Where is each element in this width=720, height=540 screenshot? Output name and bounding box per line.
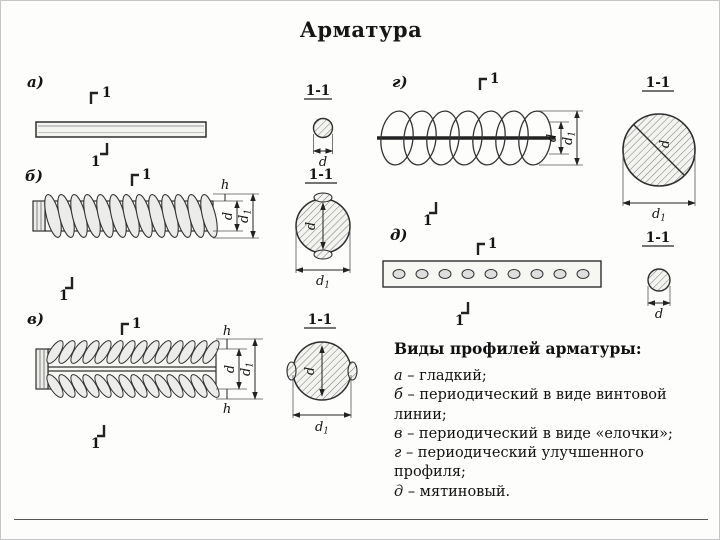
section-title: 1-1 [646, 75, 670, 91]
dim-d1-label: d1 [652, 207, 666, 224]
cut-mark-label: 1 [132, 316, 141, 332]
dim-d-label: d [304, 222, 319, 230]
cut-mark [476, 242, 485, 255]
dim-d-label: d [545, 134, 560, 142]
legend-item: г – периодический улучшенного профиля; [394, 444, 680, 483]
legend-text: – периодический улучшенного профиля; [394, 445, 644, 481]
legend-text: – периодический в виде «елочки»; [407, 425, 673, 442]
dim-d1-label: d1 [239, 362, 256, 376]
dim-d-label: d [221, 212, 236, 220]
legend-key: а [394, 368, 403, 384]
dim-d-label: d [303, 367, 318, 375]
section-title: 1-1 [646, 230, 670, 246]
legend: Виды профилей арматуры: а – гладкий; б –… [394, 339, 680, 502]
figure-v-herringbone-rebar: в) 1 1 h d d1 [27, 310, 263, 452]
cut-mark [120, 322, 129, 335]
cut-mark-label: 1 [102, 85, 111, 101]
legend-item: б – периодический в виде винтовой линии; [394, 386, 680, 425]
cut-mark [461, 302, 470, 315]
figure-g-label: г) [392, 73, 408, 91]
dim-d1-label: d1 [316, 274, 330, 291]
figure-a-label: а) [27, 73, 44, 91]
figure-a-smooth-bar: а) 1 1 [27, 73, 207, 170]
figure-g-improved-rebar: г) 1 1 d d1 [377, 71, 583, 229]
figure-v-label: в) [27, 310, 44, 328]
cut-mark-label: 1 [59, 288, 68, 304]
cut-mark [97, 425, 106, 438]
legend-item: а – гладкий; [394, 367, 680, 386]
section-title: 1-1 [308, 312, 332, 328]
dim-d1-label: d1 [237, 209, 254, 223]
cut-mark [130, 173, 139, 186]
cut-mark [100, 143, 109, 156]
legend-text: – гладкий; [407, 368, 487, 384]
section-title: 1-1 [306, 83, 330, 99]
cut-mark [65, 277, 74, 290]
legend-key: г [394, 445, 402, 462]
figure-b-label: б) [25, 167, 43, 185]
legend-key: б [394, 387, 403, 404]
dim-d-label: d [658, 140, 673, 148]
figure-b-screw-rebar: б) 1 1 h d d1 [25, 167, 259, 304]
cut-mark-label: 1 [142, 167, 151, 183]
legend-item: в – периодический в виде «елочки»; [394, 425, 680, 444]
dim-h-label: h [223, 324, 231, 339]
cut-mark-label: 1 [423, 213, 432, 229]
cut-mark-label: 1 [91, 154, 100, 170]
dim-d1-label: d1 [561, 131, 578, 145]
cut-mark [478, 77, 487, 90]
figure-d-label: д) [390, 226, 408, 244]
cut-mark [429, 202, 438, 215]
dim-d-label: d [319, 155, 327, 170]
legend-key: в [394, 425, 403, 442]
cut-mark-label: 1 [455, 313, 464, 329]
figure-d-dimpled-bar: д) 1 1 [382, 226, 602, 329]
section-g: 1-1 d d1 [622, 75, 696, 224]
legend-heading: Виды профилей арматуры: [394, 339, 642, 358]
page-title: Арматура [299, 17, 423, 42]
dim-h-label: h [221, 178, 229, 193]
cut-mark [89, 91, 98, 104]
dim-d-label: d [223, 365, 238, 373]
legend-item: д – мятиновый. [394, 483, 680, 502]
section-b: 1-1 d d1 [295, 167, 351, 291]
legend-text: – мятиновый. [407, 483, 511, 500]
dim-d1-label: d1 [315, 420, 329, 437]
section-title: 1-1 [309, 167, 333, 183]
bottom-rule [14, 519, 708, 520]
legend-key: д [394, 483, 404, 500]
cut-mark-label: 1 [91, 436, 100, 452]
section-a: 1-1 d [304, 83, 334, 170]
section-v: 1-1 d d1 [286, 312, 358, 437]
section-d: 1-1 d [642, 230, 674, 322]
cut-mark-label: 1 [490, 71, 499, 87]
technical-diagram: а) 1 1 1-1 d б) 1 [25, 71, 696, 452]
dim-h-label: h [223, 402, 231, 417]
legend-text: – периодический в виде винтовой линии; [394, 387, 667, 423]
cut-mark-label: 1 [488, 236, 497, 252]
dim-d-label: d [655, 307, 663, 322]
